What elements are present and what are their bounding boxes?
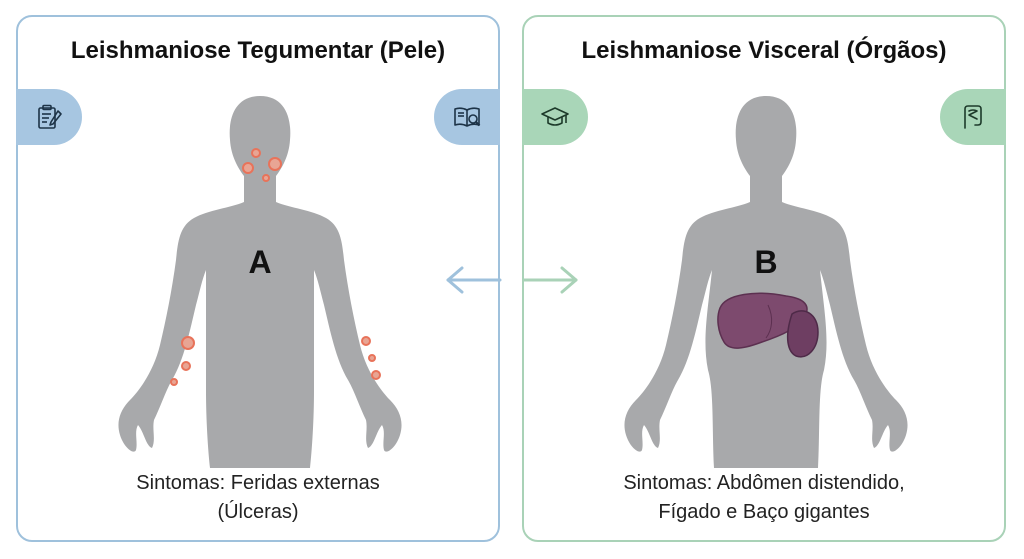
clipboard-icon [38, 104, 62, 129]
letter-label: B [754, 244, 777, 280]
caption-line: Sintomas: Feridas externas [136, 472, 380, 494]
graduation-cap-icon [541, 107, 569, 126]
symptoms-caption: Sintomas: Feridas externas (Úlceras) [28, 469, 488, 527]
panel-title: Leishmaniose Tegumentar (Pele) [70, 37, 446, 64]
lesions [170, 148, 381, 386]
spleen-organ [786, 310, 819, 358]
letter-label: A [248, 244, 271, 280]
lesion-arm-left [181, 361, 191, 371]
lesion-face [262, 174, 270, 182]
arrow-left-icon [446, 266, 502, 294]
caption-line: Fígado e Baço gigantes [658, 501, 870, 523]
book-search-icon [454, 107, 481, 127]
caption-line: Sintomas: Abdômen distendido, [623, 472, 905, 494]
human-silhouette [624, 96, 908, 468]
panel-tegumentar: Leishmaniose Tegumentar (Pele) [16, 15, 500, 542]
arrow-right-icon [522, 266, 578, 294]
intestine-tab [940, 89, 1006, 145]
lesion-face [242, 162, 254, 174]
clipboard-tab [16, 89, 82, 145]
lesion-arm-right [371, 370, 381, 380]
lesion-face [251, 148, 261, 158]
intestine-icon [964, 105, 982, 129]
body-figure-a: A [90, 90, 430, 470]
graduation-cap-tab [522, 89, 588, 145]
lesion-arm-right [368, 354, 376, 362]
lesion-arm-left [170, 378, 178, 386]
panel-visceral: Leishmaniose Visceral (Órgãos) B Sintoma… [522, 15, 1006, 542]
lesion-arm-left [181, 336, 195, 350]
symptoms-caption: Sintomas: Abdômen distendido, Fígado e B… [534, 469, 994, 527]
panel-title: Leishmaniose Visceral (Órgãos) [581, 37, 947, 64]
body-figure-b: B [596, 90, 936, 470]
lesion-arm-right [361, 336, 371, 346]
comparison-arrows [440, 262, 590, 298]
lesion-face [268, 157, 282, 171]
caption-line: (Úlceras) [217, 501, 299, 523]
human-silhouette [118, 96, 402, 468]
book-search-tab [434, 89, 500, 145]
